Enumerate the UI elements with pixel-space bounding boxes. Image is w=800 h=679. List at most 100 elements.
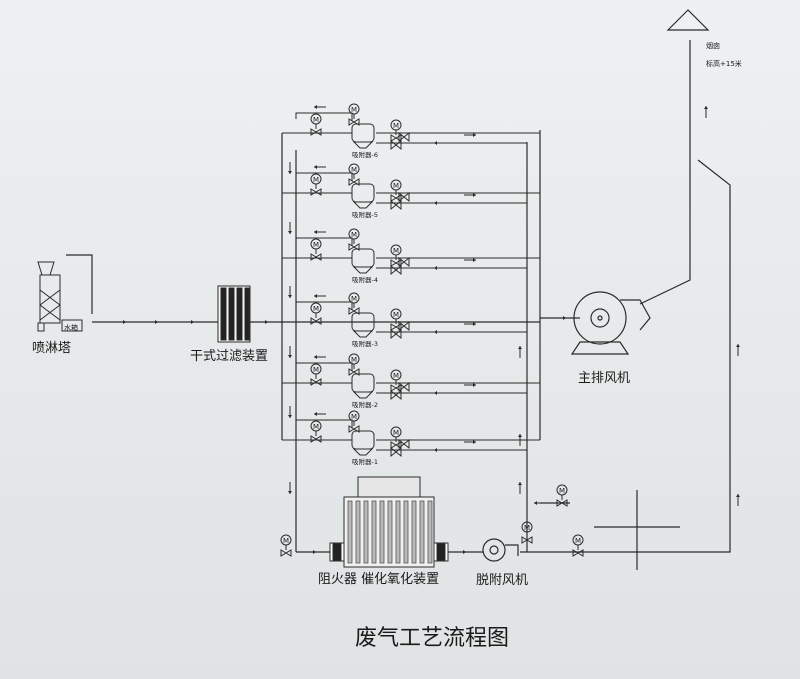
desorb-motor-valve-icon: M — [348, 353, 360, 376]
flow-arrow-icon — [464, 440, 476, 444]
valve-symbol: M — [351, 231, 357, 239]
adsorber-label: 吸附器-6 — [352, 150, 378, 159]
flow-arrow-icon — [434, 201, 446, 205]
valve-symbol: M — [524, 524, 530, 532]
valve-symbol: M — [393, 429, 399, 437]
adsorber-vessel-icon — [351, 123, 375, 149]
adsorber-row: 吸附器-4 M M M — [282, 228, 540, 284]
flow-arrow-icon — [314, 355, 326, 359]
desorb-motor-valve-icon: M — [348, 103, 360, 126]
butterfly-valve-icon — [390, 328, 402, 340]
inlet-motor-valve-icon: M — [310, 420, 322, 443]
butterfly-valve-icon — [390, 446, 402, 458]
inlet-motor-valve-icon: M — [310, 302, 322, 325]
adsorber-label: 吸附器-5 — [352, 210, 378, 219]
butterfly-valve-icon — [390, 389, 402, 401]
desorption-fan-icon — [482, 538, 519, 562]
inlet-motor-valve-icon: M — [310, 113, 322, 136]
flow-arrow-icon — [518, 482, 522, 494]
valve-symbol: M — [313, 241, 319, 249]
adsorber-vessel-icon — [351, 183, 375, 209]
spray-tower-label: 喷淋塔 — [32, 341, 71, 356]
valve-symbol: M — [313, 116, 319, 124]
dry-filter — [217, 285, 251, 343]
adsorber-vessel-icon — [351, 373, 375, 399]
flow-arrow-icon — [288, 482, 292, 494]
flow-arrow-icon — [314, 294, 326, 298]
flow-arrow-icon — [534, 501, 546, 505]
desorption-fan-label: 脱附风机 — [476, 573, 528, 588]
fresh-air-motor-valve-icon: M — [556, 484, 568, 507]
flow-arrow-icon — [454, 550, 466, 554]
flow-arrow-icon — [288, 346, 292, 358]
flow-arrow-icon — [464, 383, 476, 387]
flow-arrow-icon — [434, 141, 446, 145]
valve-symbol: M — [393, 182, 399, 190]
butterfly-valve-icon — [398, 256, 410, 268]
valve-symbol: M — [313, 423, 319, 431]
valve-symbol: M — [393, 372, 399, 380]
valve-symbol: M — [393, 122, 399, 130]
butterfly-valve-icon — [390, 199, 402, 211]
valve-symbol: M — [351, 295, 357, 303]
valve-symbol: M — [351, 356, 357, 364]
inlet-motor-valve-icon: M — [310, 363, 322, 386]
butterfly-valve-icon — [390, 139, 402, 151]
flow-arrows — [114, 106, 740, 554]
flow-arrow-icon — [288, 222, 292, 234]
butterfly-valve-icon — [398, 438, 410, 450]
valve-symbol: M — [313, 176, 319, 184]
butterfly-valve-icon — [398, 320, 410, 332]
catalytic-oxidation-unit — [329, 476, 449, 568]
outlet-motor-valve-icon: M — [390, 119, 402, 142]
inlet-motor-valve-icon: M — [310, 173, 322, 196]
diagram-caption: 废气工艺流程图 — [355, 626, 509, 651]
adsorber-rows: 吸附器-6MMM吸附器-5MMM吸附器-4MMM吸附器-3MMM吸附器-2MMM… — [282, 103, 540, 466]
flow-arrow-icon — [518, 346, 522, 358]
main-fan-label: 主排风机 — [578, 371, 630, 386]
chimney-label: 烟囱 — [706, 41, 720, 50]
spray-tower-outlet-pipe — [66, 254, 93, 314]
flow-arrow-icon — [464, 133, 476, 137]
valve-symbol: M — [283, 537, 289, 545]
flow-arrow-icon — [704, 106, 708, 118]
flow-arrow-icon — [256, 320, 268, 324]
adsorber-vessel-icon — [351, 248, 375, 274]
flow-arrow-icon — [182, 320, 194, 324]
chimney-height-label: 标高+15米 — [706, 59, 742, 68]
flow-arrow-icon — [314, 165, 326, 169]
valve-symbol: M — [351, 166, 357, 174]
chimney-icon — [666, 9, 710, 31]
butterfly-valve-icon — [390, 264, 402, 276]
flow-arrow-icon — [434, 266, 446, 270]
flow-arrow-icon — [146, 320, 158, 324]
flow-arrow-icon — [288, 406, 292, 418]
adsorber-label: 吸附器-1 — [352, 457, 378, 466]
rco-label: 阻火器 催化氧化装置 — [318, 572, 439, 587]
valve-symbol: M — [313, 305, 319, 313]
dry-filter-label: 干式过滤装置 — [190, 349, 268, 364]
flow-arrow-icon — [518, 434, 522, 446]
butterfly-valve-icon — [398, 131, 410, 143]
flow-arrow-icon — [554, 316, 566, 320]
flow-arrow-icon — [434, 330, 446, 334]
valve-symbol: M — [575, 537, 581, 545]
main-fan-icon — [570, 291, 651, 355]
adsorber-row: 吸附器-5 M M M — [282, 163, 540, 219]
flow-arrow-icon — [434, 448, 446, 452]
adsorber-label: 吸附器-4 — [352, 275, 378, 284]
valve-symbol: M — [559, 487, 565, 495]
valve-symbol: M — [351, 413, 357, 421]
rco-inlet-motor-valve-icon: M — [280, 534, 292, 557]
valve-symbol: M — [393, 247, 399, 255]
adsorber-vessel-icon — [351, 312, 375, 338]
desorb-motor-valve-icon: M — [348, 163, 360, 186]
valve-symbol: M — [313, 366, 319, 374]
adsorber-label: 吸附器-3 — [352, 339, 378, 348]
flow-arrow-icon — [288, 286, 292, 298]
flow-arrow-icon — [464, 322, 476, 326]
desorb-motor-valve-icon: M — [348, 292, 360, 315]
